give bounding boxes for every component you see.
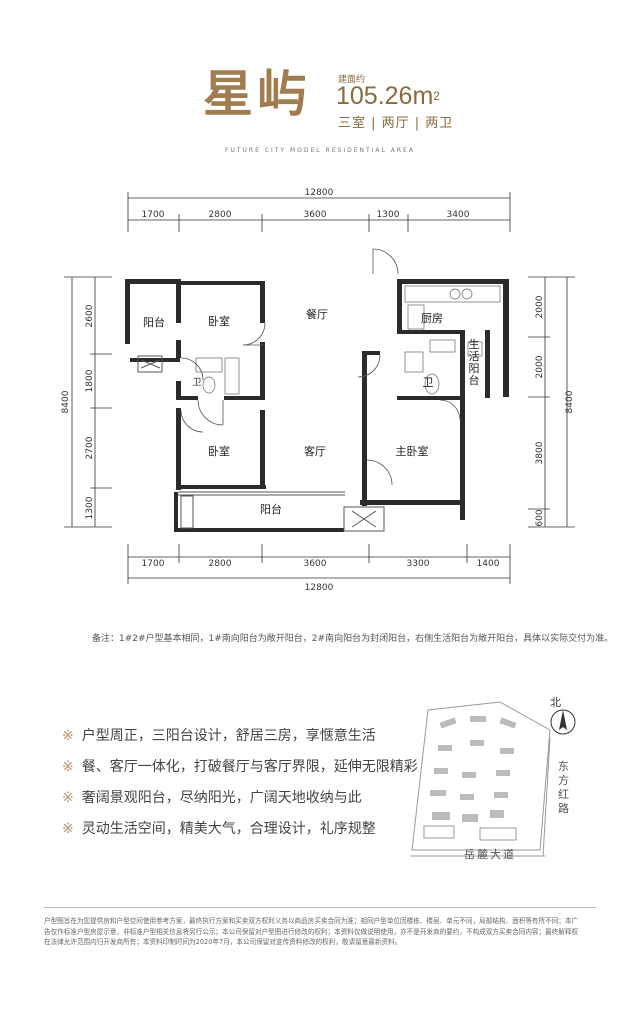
dim-right-1: 2000 bbox=[535, 295, 545, 318]
room-master: 主卧室 bbox=[396, 444, 429, 458]
dim-left-2: 1800 bbox=[85, 369, 95, 392]
feature-2: ※ 餐、客厅一体化，打破餐厅与客厅界限，延伸无限精彩 bbox=[62, 756, 418, 776]
feature-marker: ※ bbox=[62, 728, 74, 744]
subtitle: FUTURE CITY MODEL RESIDENTIAL AREA bbox=[225, 147, 415, 154]
feature-marker: ※ bbox=[62, 821, 74, 837]
dim-left-1: 2600 bbox=[85, 304, 95, 327]
dim-bottom-4: 3300 bbox=[407, 559, 430, 569]
room-living-balcony: 生活阳台 bbox=[469, 337, 480, 387]
north-arrow-icon bbox=[559, 710, 567, 730]
dim-bottom-3: 3600 bbox=[304, 559, 327, 569]
feature-1: ※ 户型周正，三阳台设计，舒居三房，享惬意生活 bbox=[62, 725, 376, 745]
dim-left-total: 8400 bbox=[61, 390, 71, 413]
dim-bottom-5: 1400 bbox=[477, 559, 500, 569]
north-arrow: 北 bbox=[550, 696, 576, 735]
dim-bottom-total: 12800 bbox=[305, 583, 334, 593]
dim-left-3: 2700 bbox=[85, 436, 95, 459]
dim-right-total: 8400 bbox=[565, 390, 575, 413]
road-east-label: 东方红路 bbox=[558, 760, 569, 815]
room-balcony-south: 阳台 bbox=[260, 502, 282, 516]
site-boundary bbox=[411, 701, 551, 851]
room-balcony-left: 阳台 bbox=[143, 315, 165, 329]
room-kitchen: 厨房 bbox=[421, 312, 443, 325]
area-value: 105.26m2 bbox=[336, 82, 440, 110]
room-living: 客厅 bbox=[304, 444, 326, 458]
dim-top-4: 1300 bbox=[377, 210, 400, 220]
feature-text: 奢阔景观阳台，尽纳阳光，广阔天地收纳与此 bbox=[81, 790, 362, 806]
dim-right-2: 2000 bbox=[535, 355, 545, 378]
room-bedroom-2: 卧室 bbox=[208, 444, 230, 458]
dim-bottom-1: 1700 bbox=[142, 559, 165, 569]
dim-right-3: 3800 bbox=[535, 441, 545, 464]
dim-left-4: 1300 bbox=[85, 496, 95, 519]
area-unit-sup: 2 bbox=[433, 89, 440, 103]
road-south-label: 岳麓大道 bbox=[464, 847, 516, 861]
room-bath-2: 卫 bbox=[192, 378, 201, 388]
feature-3: ※ 奢阔景观阳台，尽纳阳光，广阔天地收纳与此 bbox=[62, 787, 362, 807]
site-map: 东方红路 岳麓大道 北 bbox=[410, 696, 576, 861]
dim-bottom-2: 2800 bbox=[209, 559, 232, 569]
room-summary: 三室 | 两厅 | 两卫 bbox=[338, 112, 453, 131]
buildings bbox=[430, 716, 517, 822]
site-blocks bbox=[423, 825, 517, 841]
feature-text: 灵动生活空间，精美大气，合理设计，礼序规整 bbox=[81, 821, 376, 837]
area-number: 105.26m bbox=[336, 82, 434, 110]
north-label: 北 bbox=[550, 696, 561, 709]
room-bedroom-1: 卧室 bbox=[208, 314, 230, 328]
disclaimer: 户型图旨在为您提供房和户型空间使用参考方案，最终执行方案和买卖双方权利义务以商品… bbox=[44, 917, 579, 946]
feature-4: ※ 灵动生活空间，精美大气，合理设计，礼序规整 bbox=[62, 818, 376, 838]
dim-right-4: 600 bbox=[535, 509, 545, 526]
room-summary-text: 三室 | 两厅 | 两卫 bbox=[338, 116, 454, 131]
room-dining: 餐厅 bbox=[306, 307, 328, 321]
dim-top-3: 3600 bbox=[304, 210, 327, 220]
remark-note: 备注：1#2#户型基本相同，1#南向阳台为敞开阳台，2#南向阳台为封闭阳台，右侧… bbox=[92, 634, 614, 644]
dim-top-5: 3400 bbox=[447, 210, 470, 220]
balcony-railings bbox=[137, 355, 385, 532]
walls bbox=[125, 279, 509, 532]
road-line-east bbox=[542, 737, 551, 857]
fixtures bbox=[195, 285, 501, 395]
dim-top-1: 1700 bbox=[142, 210, 165, 220]
footer-rule bbox=[44, 907, 596, 908]
area-label: 建面约 bbox=[338, 75, 366, 85]
floor-plan: 12800 1700 2800 3600 1300 3400 1700 2800… bbox=[61, 188, 575, 593]
project-title: 星屿 bbox=[203, 64, 311, 123]
dim-top-2: 2800 bbox=[209, 210, 232, 220]
feature-text: 户型周正，三阳台设计，舒居三房，享惬意生活 bbox=[81, 728, 376, 744]
door-swings bbox=[180, 248, 461, 486]
room-bath-1: 卫 bbox=[423, 376, 434, 389]
feature-text: 餐、客厅一体化，打破餐厅与客厅界限，延伸无限精彩 bbox=[81, 759, 418, 775]
feature-marker: ※ bbox=[62, 759, 74, 775]
dim-top-total: 12800 bbox=[305, 188, 334, 198]
feature-marker: ※ bbox=[62, 790, 74, 806]
